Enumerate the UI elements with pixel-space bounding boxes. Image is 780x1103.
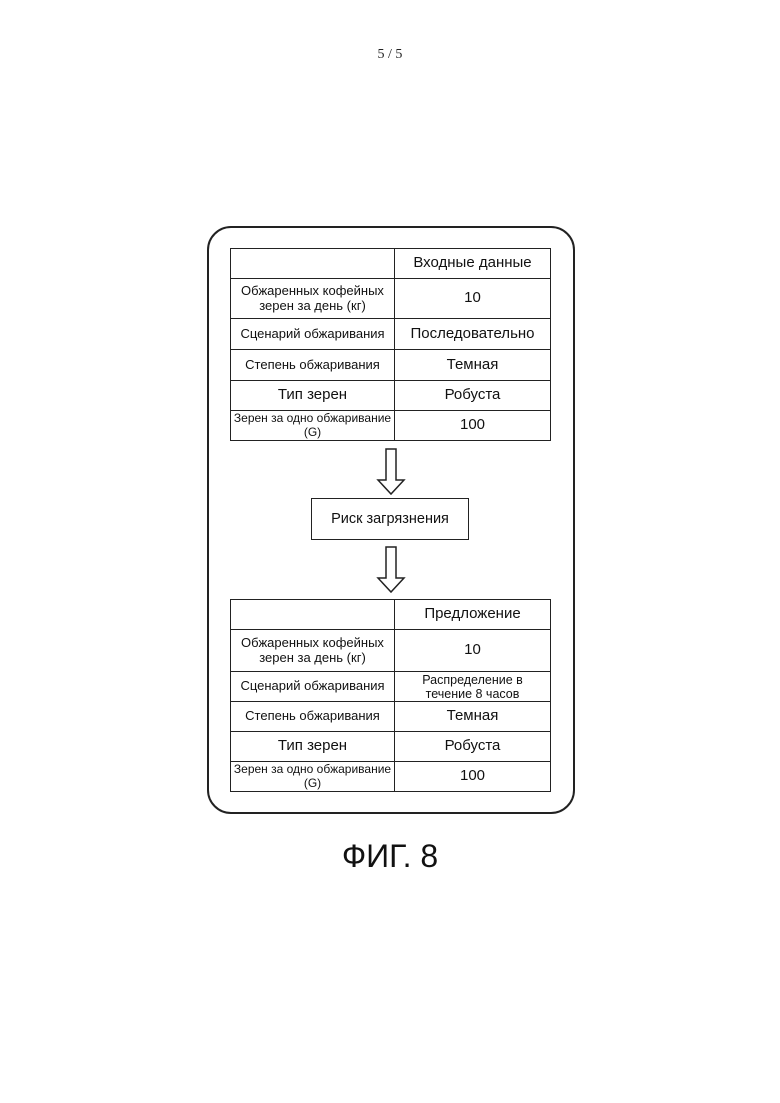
proposal-table: Предложение Обжаренных кофейных зерен за…	[230, 599, 551, 792]
row-value: 10	[395, 630, 551, 672]
table-header-row: Входные данные	[231, 249, 551, 279]
row-value: Темная	[395, 702, 551, 732]
table-header-row: Предложение	[231, 600, 551, 630]
row-value: 100	[395, 762, 551, 792]
proposal-header: Предложение	[395, 600, 551, 630]
row-label: Степень обжаривания	[231, 702, 395, 732]
row-value: Распределение в течение 8 часов	[395, 672, 551, 702]
row-label: Зерен за одно обжаривание (G)	[231, 411, 395, 441]
row-value: Робуста	[395, 732, 551, 762]
table-row: Сценарий обжаривания Распределение в теч…	[231, 672, 551, 702]
row-label: Сценарий обжаривания	[231, 319, 395, 350]
row-value: 100	[395, 411, 551, 441]
row-value: Последовательно	[395, 319, 551, 350]
table-row: Тип зерен Робуста	[231, 381, 551, 411]
row-label: Зерен за одно обжаривание (G)	[231, 762, 395, 792]
table-row: Зерен за одно обжаривание (G) 100	[231, 411, 551, 441]
page-number: 5 / 5	[0, 47, 780, 63]
down-arrow-icon	[376, 448, 406, 496]
table-row: Степень обжаривания Темная	[231, 702, 551, 732]
down-arrow-icon	[376, 546, 406, 594]
row-label: Сценарий обжаривания	[231, 672, 395, 702]
table-row: Степень обжаривания Темная	[231, 350, 551, 381]
input-data-table: Входные данные Обжаренных кофейных зерен…	[230, 248, 551, 441]
table-row: Зерен за одно обжаривание (G) 100	[231, 762, 551, 792]
table-row: Сценарий обжаривания Последовательно	[231, 319, 551, 350]
row-label: Степень обжаривания	[231, 350, 395, 381]
figure-caption: ФИГ. 8	[0, 838, 780, 875]
row-label: Обжаренных кофейных зерен за день (кг)	[231, 279, 395, 319]
table-row: Обжаренных кофейных зерен за день (кг) 1…	[231, 279, 551, 319]
row-label: Тип зерен	[231, 732, 395, 762]
header-empty-cell	[231, 600, 395, 630]
table-row: Обжаренных кофейных зерен за день (кг) 1…	[231, 630, 551, 672]
row-value: 10	[395, 279, 551, 319]
header-empty-cell	[231, 249, 395, 279]
row-label: Тип зерен	[231, 381, 395, 411]
row-value: Темная	[395, 350, 551, 381]
row-label: Обжаренных кофейных зерен за день (кг)	[231, 630, 395, 672]
contamination-risk-box: Риск загрязнения	[311, 498, 469, 540]
input-header: Входные данные	[395, 249, 551, 279]
table-row: Тип зерен Робуста	[231, 732, 551, 762]
row-value: Робуста	[395, 381, 551, 411]
